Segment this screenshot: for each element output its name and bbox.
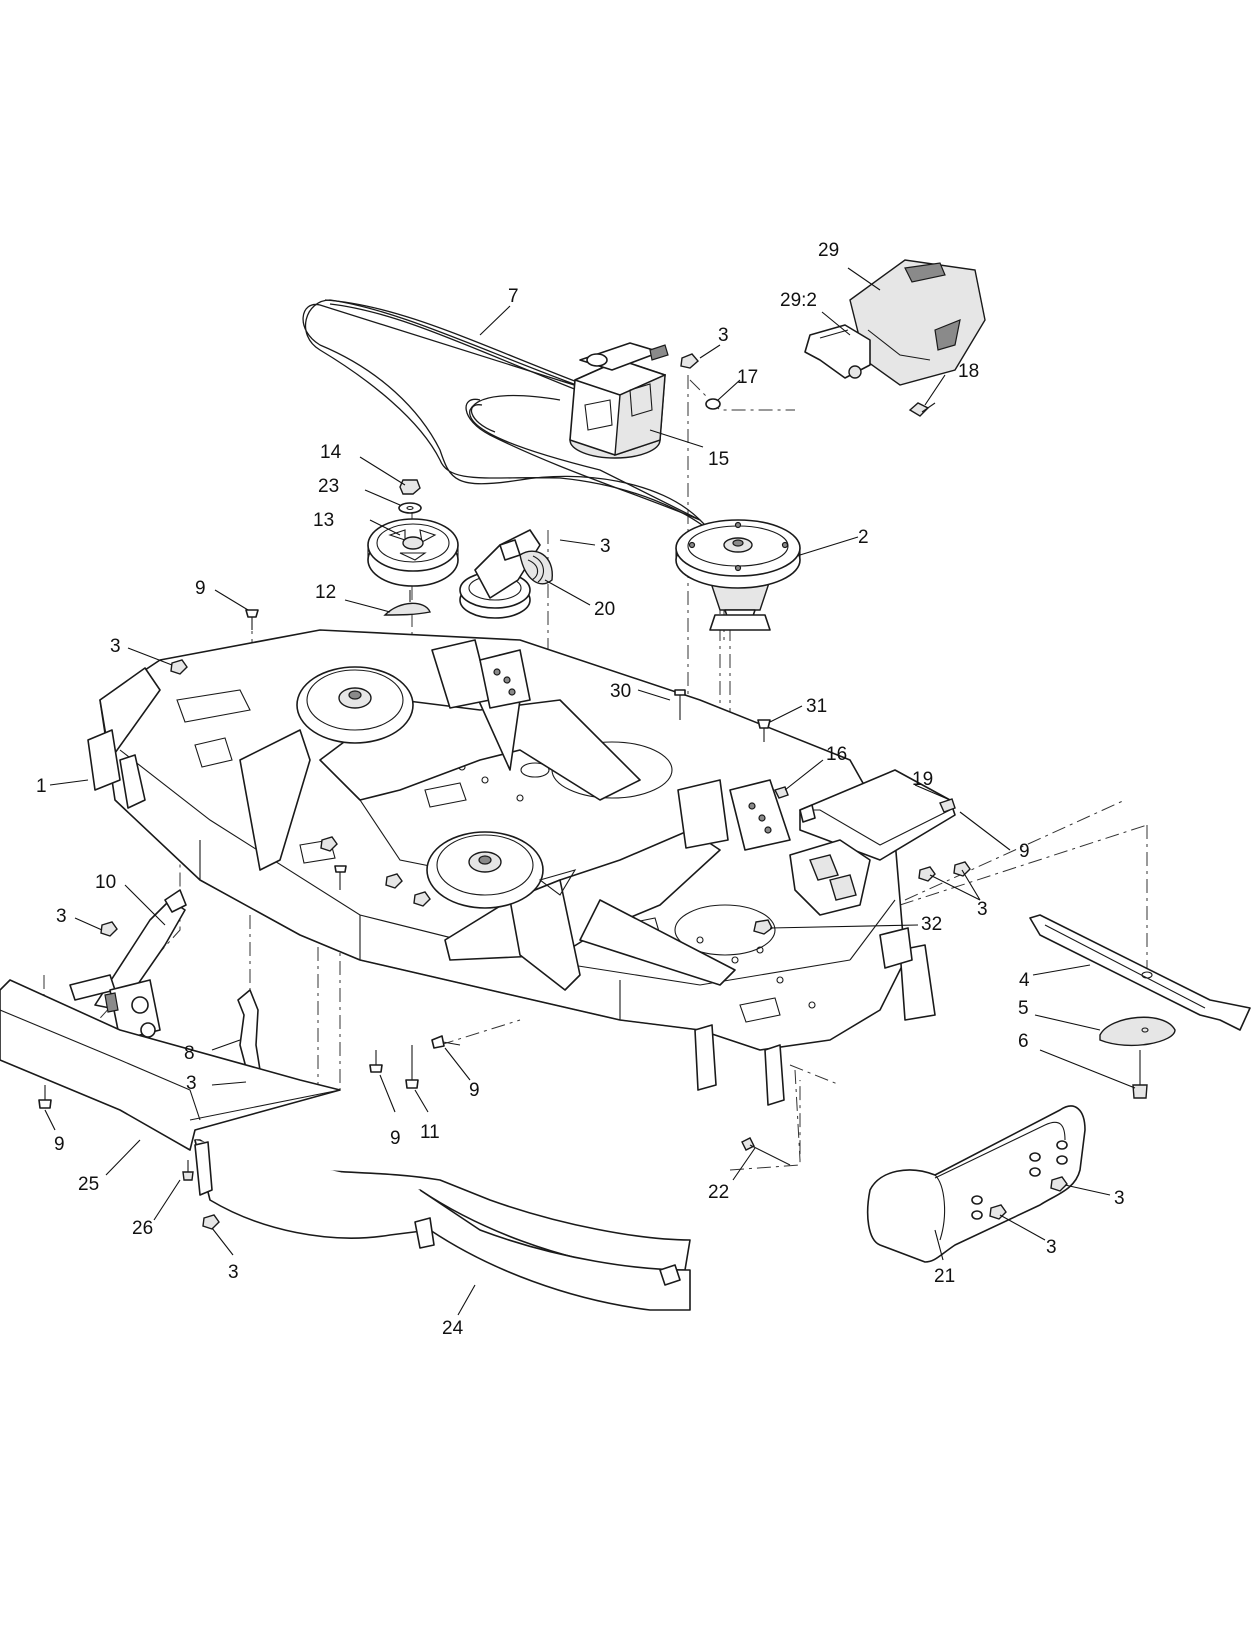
callout-2: 2 [858, 527, 869, 548]
nut-3-top [680, 353, 699, 369]
callout-8: 8 [184, 1043, 195, 1064]
callout-6: 6 [1018, 1031, 1029, 1052]
nut-3-left [170, 659, 188, 675]
bolt-30 [674, 689, 686, 720]
callout-3: 3 [56, 906, 67, 927]
deck-rear-bracket-left [431, 639, 531, 709]
bolt-9-front-left [38, 1085, 52, 1109]
bolt-9-bottom [369, 1050, 383, 1073]
callout-7: 7 [508, 286, 519, 307]
discharge-plate [789, 839, 871, 916]
callout-15: 15 [708, 449, 729, 470]
side-bumper [866, 1105, 1086, 1263]
callout-3: 3 [1114, 1188, 1125, 1209]
callouts: 29 29:2 7 3 17 18 15 14 23 13 3 2 9 12 2… [36, 240, 1125, 1339]
nut-3-lever [100, 921, 118, 937]
callout-32: 32 [921, 914, 942, 935]
deck-lift-lever [69, 889, 187, 1041]
nut-32 [753, 919, 773, 935]
idler-pulley-large [367, 518, 459, 587]
gearbox-drive-unit [569, 342, 669, 459]
pin-22 [741, 1137, 791, 1166]
washer-17 [705, 398, 721, 410]
callout-14: 14 [320, 442, 342, 463]
spindle-pulley-assembly [675, 519, 801, 631]
nut-3-center [320, 836, 431, 907]
idler-arm-assembly [459, 529, 553, 619]
callout-9: 9 [1019, 841, 1030, 862]
callout-4: 4 [1019, 970, 1030, 991]
idler-spacer-cone [383, 590, 431, 616]
blade-bolt [1132, 1050, 1148, 1099]
callout-21: 21 [934, 1266, 955, 1287]
belt-cover-bracket [804, 324, 871, 379]
belt-cover-guard [849, 259, 986, 386]
cover-bolt [908, 402, 936, 417]
callout-3: 3 [186, 1073, 197, 1094]
callout-9: 9 [469, 1080, 480, 1101]
callout-17: 17 [737, 367, 758, 388]
callout-3: 3 [977, 899, 988, 920]
discharge-shield-bracket [799, 769, 956, 861]
callout-5: 5 [1018, 998, 1029, 1019]
callout-20: 20 [594, 599, 615, 620]
callout-11: 11 [420, 1122, 440, 1143]
callout-26: 26 [132, 1218, 153, 1239]
callout-29-2: 29:2 [780, 290, 817, 311]
callout-31: 31 [806, 696, 827, 717]
belt-shield-right [444, 829, 736, 991]
callout-3: 3 [110, 636, 121, 657]
callout-18: 18 [958, 361, 979, 382]
callout-22: 22 [708, 1182, 729, 1203]
callout-16: 16 [826, 744, 847, 765]
bolt-26 [182, 1160, 194, 1181]
nut-3-right [918, 861, 971, 882]
callout-1: 1 [36, 776, 47, 797]
blade-spacer-disk [1099, 1016, 1176, 1047]
callout-12: 12 [315, 582, 336, 603]
bolt-11 [405, 1045, 419, 1089]
callout-3: 3 [1046, 1237, 1057, 1258]
carriage-bolt-9-top [245, 609, 259, 630]
deck-pulley-center [426, 831, 577, 909]
callout-24: 24 [442, 1318, 464, 1339]
callout-25: 25 [78, 1174, 99, 1195]
pulley-nut [399, 479, 421, 495]
callout-3: 3 [228, 1262, 239, 1283]
callout-29: 29 [818, 240, 839, 261]
drive-belt [302, 299, 721, 541]
callout-9: 9 [390, 1128, 401, 1149]
bolt-16 [774, 786, 789, 799]
bolt-9-side [431, 1035, 461, 1049]
deck-rear-bracket-right [677, 779, 791, 851]
carriage-bolt-31 [757, 719, 771, 742]
callout-30: 30 [610, 681, 631, 702]
callout-13: 13 [313, 510, 334, 531]
deck-pulley-left [296, 666, 414, 744]
callout-19: 19 [912, 769, 933, 790]
pulley-washer [398, 502, 422, 514]
callout-23: 23 [318, 476, 339, 497]
bolt-9-center [334, 865, 347, 890]
nut-3-guard [202, 1214, 220, 1230]
leader-lines [44, 267, 1136, 1316]
callout-9: 9 [54, 1134, 65, 1155]
front-bumper [0, 979, 341, 1151]
cutting-blade [1029, 914, 1251, 1031]
callout-9: 9 [195, 578, 206, 599]
front-guard [194, 1139, 691, 1311]
callout-3: 3 [718, 325, 729, 346]
callout-3: 3 [600, 536, 611, 557]
callout-10: 10 [95, 872, 116, 893]
